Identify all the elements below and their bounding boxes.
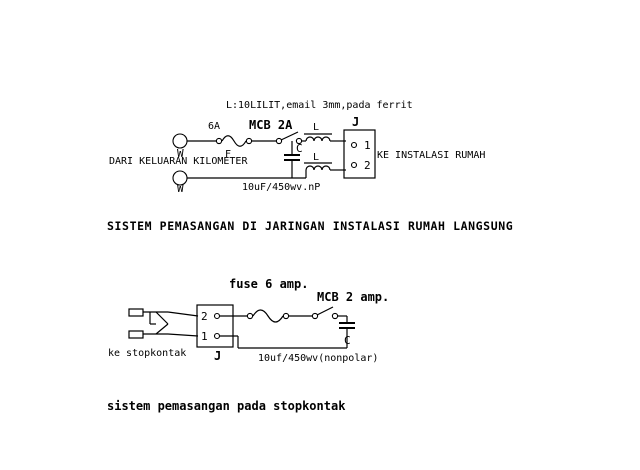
fuse-rating: 6A bbox=[208, 121, 220, 132]
diagram2-title: sistem pemasangan pada stopkontak bbox=[107, 399, 346, 413]
mcb2-node-right bbox=[331, 312, 339, 320]
plug-wire-bottom bbox=[167, 333, 199, 337]
fuse2-node-left bbox=[246, 312, 254, 320]
inductor-bottom-label: L bbox=[313, 152, 319, 163]
connector-pin2-label: 2 bbox=[364, 159, 371, 172]
fuse-label-2: fuse 6 amp. bbox=[229, 277, 308, 291]
connector-label: J bbox=[352, 115, 359, 129]
connector2-pin1-node bbox=[213, 332, 221, 340]
fuse-node-right bbox=[245, 137, 253, 145]
terminal-bottom-label: W bbox=[177, 182, 184, 195]
connector2-label: J bbox=[214, 349, 221, 363]
mcb-label-2: MCB 2 amp. bbox=[317, 290, 389, 304]
fuse-node-left bbox=[215, 137, 223, 145]
fuse2-node-right bbox=[282, 312, 290, 320]
connector-pin2-node bbox=[350, 161, 358, 169]
mcb-switch-icon bbox=[280, 131, 299, 141]
terminal-top-label: W bbox=[177, 147, 184, 160]
mcb-node-left bbox=[275, 137, 283, 145]
diagram1-title: SISTEM PEMASANGAN DI JARINGAN INSTALASI … bbox=[107, 219, 513, 233]
plug-label: ke stopkontak bbox=[108, 348, 186, 359]
capacitor-value: 10uF/450wv.nP bbox=[242, 182, 320, 193]
plug-icon bbox=[128, 308, 169, 339]
inductor-note: L:10LILIT,email 3mm,pada ferrit bbox=[226, 100, 413, 111]
capacitor2-value: 10uf/450wv(nonpolar) bbox=[258, 353, 378, 364]
diagram-direct-installation: L:10LILIT,email 3mm,pada ferrit W W 6A F… bbox=[107, 100, 513, 233]
fuse2-icon bbox=[252, 309, 284, 323]
inductor-bottom-icon bbox=[305, 165, 331, 171]
inductor-top-icon bbox=[305, 136, 331, 142]
inductor-top-label: L bbox=[313, 122, 319, 133]
fuse-label: F bbox=[225, 149, 231, 160]
mcb2-node-left bbox=[311, 312, 319, 320]
capacitor2-label: C bbox=[344, 334, 351, 347]
connector-j-icon bbox=[343, 129, 376, 179]
connector2-pin2-label: 2 bbox=[201, 310, 208, 323]
mcb-label: MCB 2A bbox=[249, 118, 293, 132]
mcb-node-right bbox=[295, 137, 303, 145]
connector-pin1-node bbox=[350, 141, 358, 149]
fuse-icon bbox=[221, 135, 247, 147]
capacitor-label: C bbox=[296, 142, 303, 155]
mcb2-switch-icon bbox=[316, 306, 334, 316]
connector2-pin1-label: 1 bbox=[201, 330, 208, 343]
diagram-socket-installation: fuse 6 amp. MCB 2 amp. ke stopkontak J 2… bbox=[107, 277, 389, 413]
plug-wire-top bbox=[167, 311, 199, 317]
connector-j2-icon bbox=[196, 304, 234, 348]
terminal-top-icon bbox=[172, 133, 188, 149]
connector-pin1-label: 1 bbox=[364, 139, 371, 152]
connector2-pin2-node bbox=[213, 312, 221, 320]
destination-label: KE INSTALASI RUMAH bbox=[377, 150, 485, 161]
source-label: DARI KELUARAN KILOMETER bbox=[109, 156, 248, 167]
